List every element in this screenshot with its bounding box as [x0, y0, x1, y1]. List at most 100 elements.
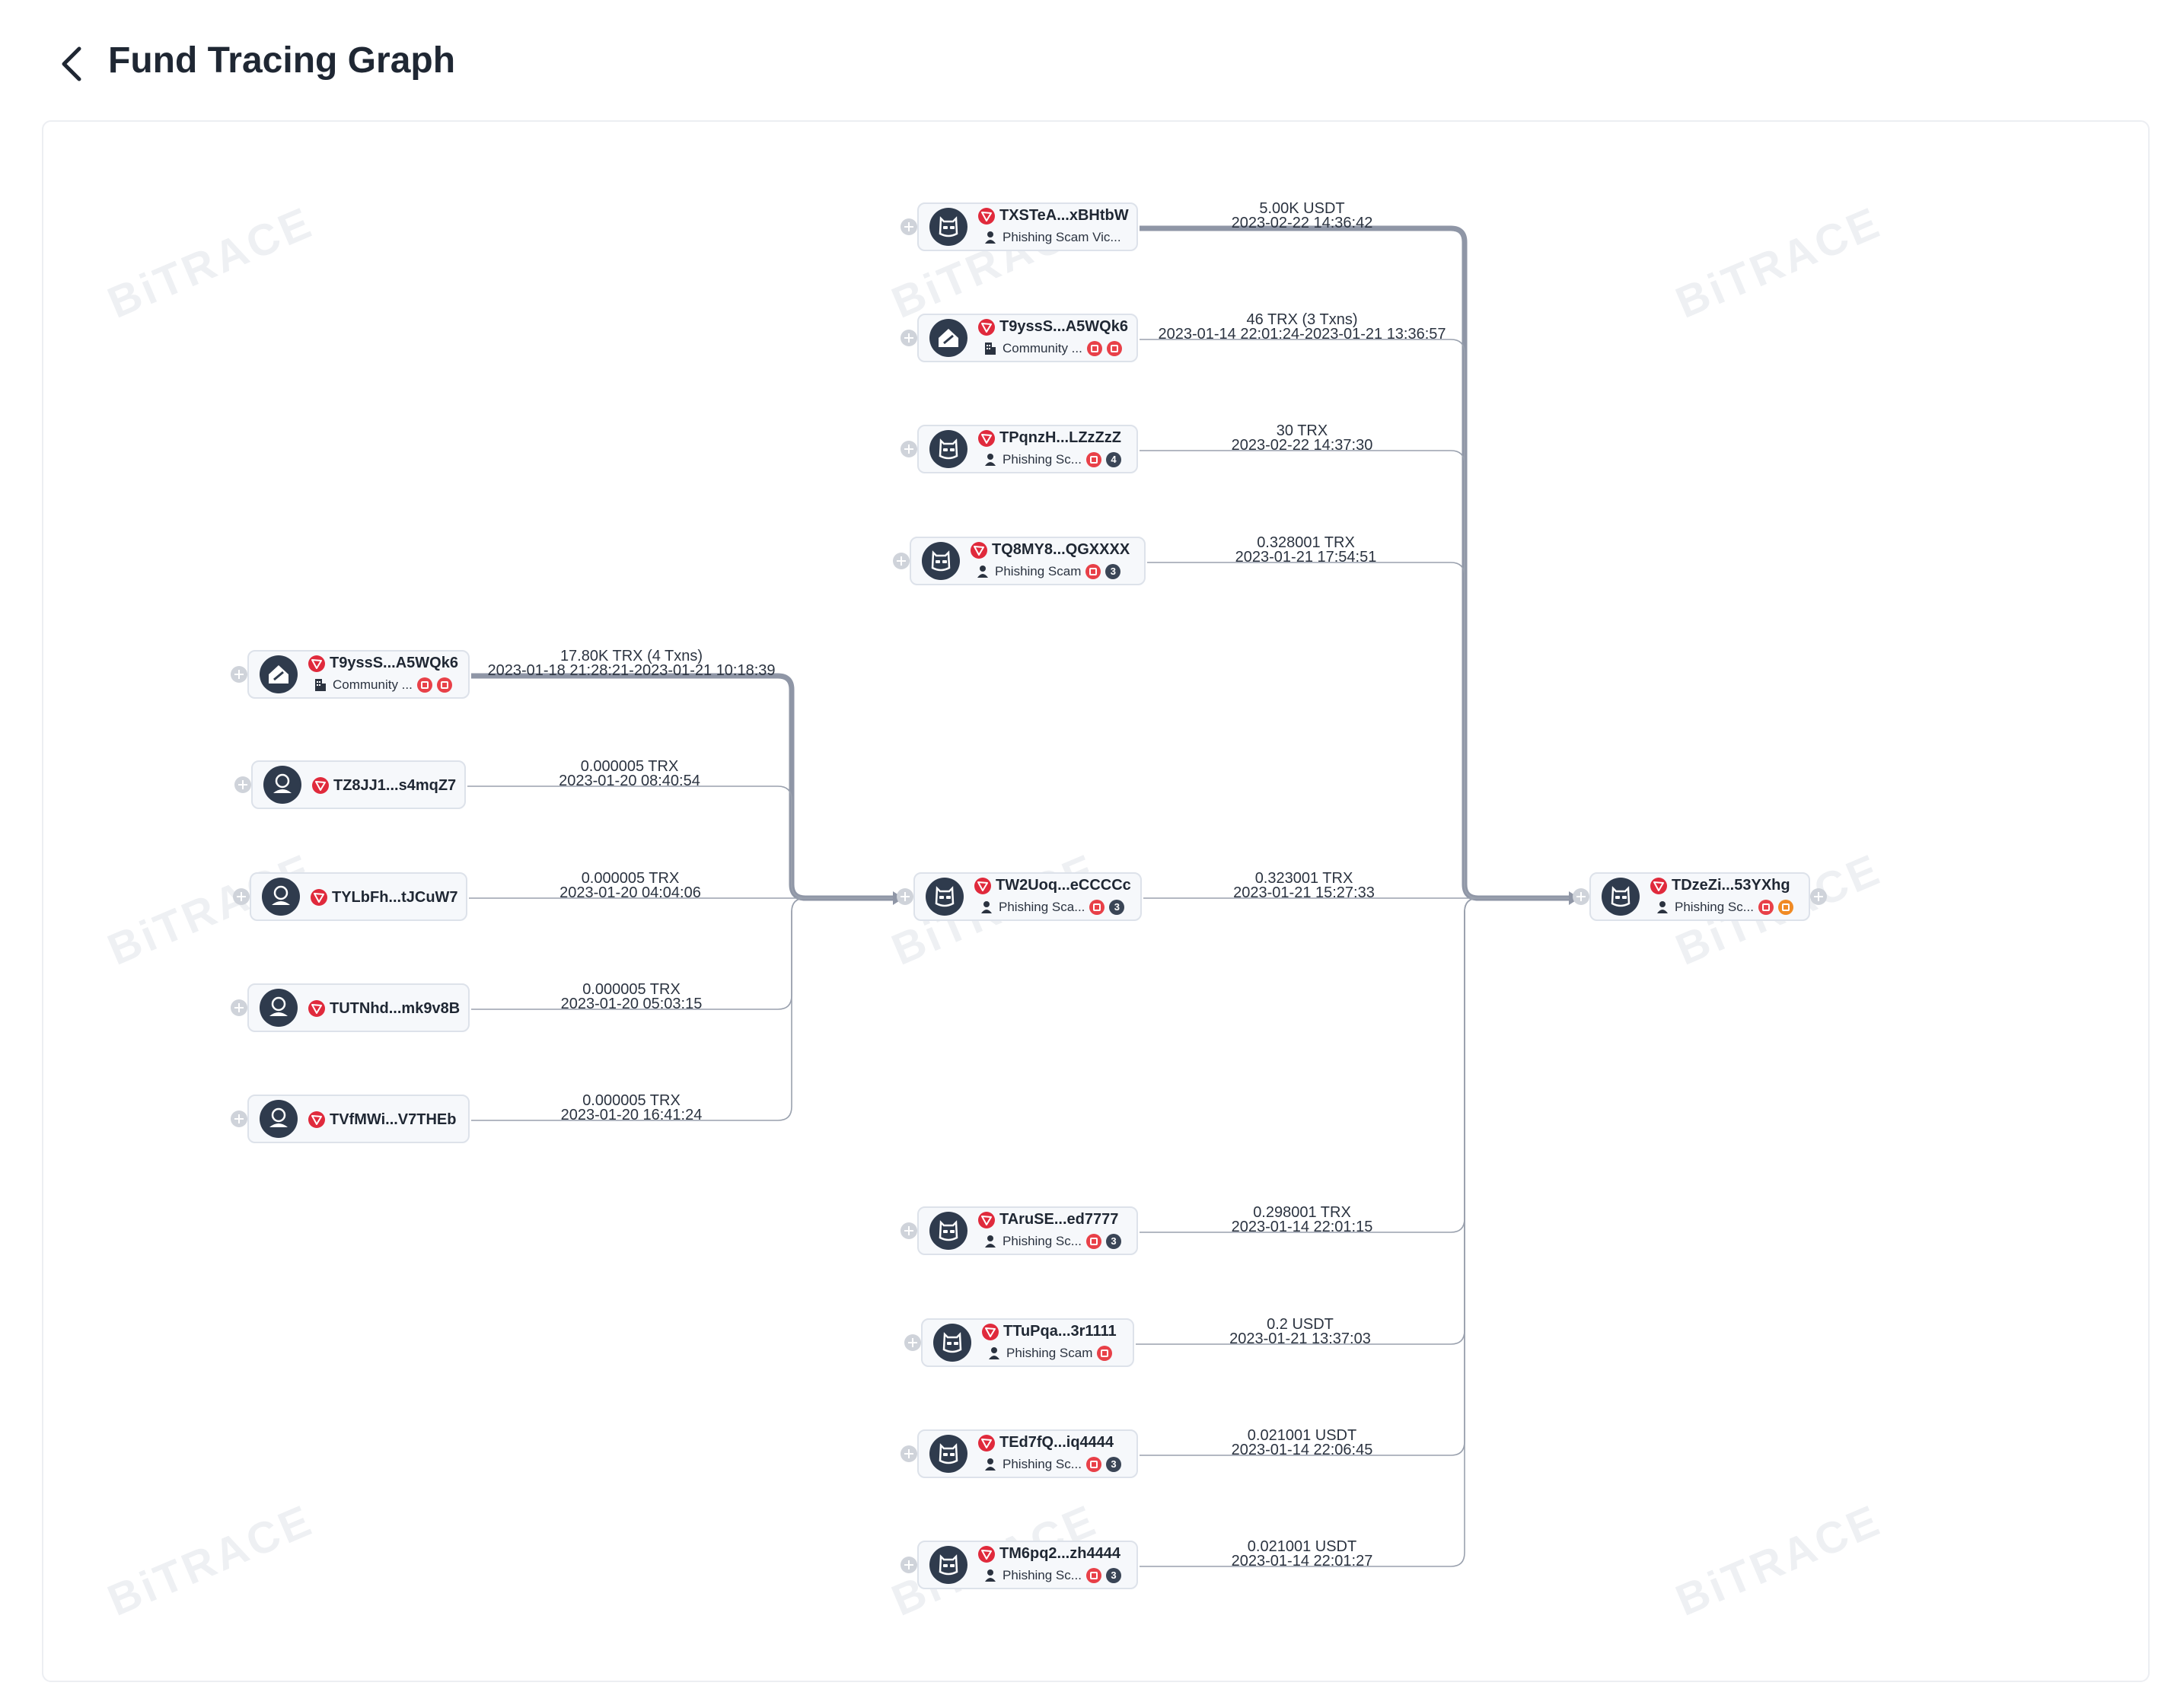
- expand-left-button[interactable]: [231, 999, 247, 1016]
- tron-chain-icon: [978, 430, 995, 447]
- node-address: TVfMWi...V7THEb: [330, 1111, 457, 1128]
- flag-icon: [1086, 341, 1102, 356]
- node-label: Phishing Sc...: [1655, 900, 1793, 915]
- edge-time: 2023-01-21 15:27:33: [1233, 884, 1375, 901]
- house-icon: [929, 319, 967, 357]
- node-label-text: Phishing Sca...: [999, 900, 1085, 914]
- swap-icon: [1777, 900, 1793, 915]
- expand-left-button[interactable]: [901, 441, 917, 457]
- building-icon: [983, 341, 1003, 356]
- node-address: TW2Uoq...eCCCCc: [996, 877, 1131, 894]
- person-icon: [1655, 900, 1675, 915]
- edge-path[interactable]: [1147, 562, 1579, 899]
- edge-layer: 17.80K TRX (4 Txns)2023-01-18 21:28:21-2…: [467, 200, 1579, 1569]
- address-node[interactable]: TUTNhd...mk9v8B: [247, 983, 470, 1032]
- count-badge: 3: [1105, 1457, 1121, 1472]
- building-icon: [313, 677, 333, 693]
- edge-amount: 0.000005 TRX: [582, 870, 680, 887]
- node-address: TAruSE...ed7777: [999, 1211, 1119, 1228]
- node-label-text: Phishing Sc...: [1003, 1457, 1082, 1471]
- edge-path[interactable]: [471, 897, 904, 1010]
- edge-path[interactable]: [467, 785, 904, 899]
- count-badge: 3: [1109, 900, 1125, 915]
- edge-path[interactable]: [1140, 897, 1579, 1567]
- edge-time: 2023-01-20 16:41:24: [561, 1107, 703, 1123]
- edge-time: 2023-01-20 04:04:06: [559, 884, 701, 901]
- edge-path[interactable]: [1140, 450, 1579, 899]
- address-node[interactable]: TZ8JJ1...s4mqZ7: [251, 760, 466, 809]
- edge-amount: 0.021001 USDT: [1248, 1427, 1356, 1444]
- robot-icon: [1089, 900, 1105, 915]
- expand-left-button[interactable]: [901, 1557, 917, 1573]
- tron-chain-icon: [308, 1000, 325, 1017]
- edge-path[interactable]: [1136, 897, 1579, 1345]
- edge-amount: 5.00K USDT: [1259, 200, 1344, 217]
- robot-icon: [1097, 1346, 1113, 1361]
- node-label-text: Phishing Sc...: [1003, 452, 1082, 467]
- expand-left-button[interactable]: [904, 1334, 921, 1351]
- node-label: Community ...: [983, 341, 1122, 356]
- edge-amount: 0.000005 TRX: [582, 981, 681, 998]
- address-node[interactable]: TVfMWi...V7THEb: [247, 1095, 470, 1143]
- expand-left-button[interactable]: [231, 1111, 247, 1127]
- tron-chain-icon: [308, 1111, 325, 1128]
- tron-chain-icon: [974, 878, 991, 894]
- edge-time: 2023-01-20 05:03:15: [561, 996, 703, 1012]
- expand-left-button[interactable]: [897, 888, 913, 905]
- expand-left-button[interactable]: [233, 888, 250, 905]
- node-address: T9yssS...A5WQk6: [999, 318, 1128, 335]
- user-icon: [263, 766, 301, 804]
- edge-path[interactable]: [1140, 897, 1579, 1456]
- tron-chain-icon: [1650, 878, 1667, 894]
- edge-path[interactable]: [1140, 897, 1579, 1233]
- robot-icon: [1085, 564, 1101, 579]
- node-label-text: Phishing Scam: [995, 564, 1082, 578]
- node-label: Phishing Scam Vic...: [983, 230, 1121, 245]
- doc-icon: [436, 677, 452, 693]
- edge-amount: 17.80K TRX (4 Txns): [560, 648, 703, 664]
- expand-left-button[interactable]: [901, 218, 917, 235]
- node-label-text: Community ...: [333, 677, 413, 692]
- person-icon: [987, 1346, 1006, 1361]
- tron-chain-icon: [982, 1324, 999, 1340]
- expand-right-button[interactable]: [1810, 888, 1827, 905]
- robot-icon: [1085, 1568, 1101, 1583]
- tron-chain-icon: [978, 1212, 995, 1228]
- person-icon: [983, 452, 1003, 467]
- node-address: TEd7fQ...iq4444: [999, 1434, 1114, 1451]
- edge-amount: 46 TRX (3 Txns): [1247, 311, 1358, 328]
- expand-left-button[interactable]: [901, 330, 917, 346]
- tron-chain-icon: [978, 208, 995, 225]
- person-icon: [983, 1234, 1003, 1249]
- edge-path[interactable]: [1140, 339, 1579, 899]
- node-address: TPqnzH...LZzZzZ: [999, 429, 1121, 446]
- expand-left-button[interactable]: [901, 1222, 917, 1239]
- node-label-text: Phishing Scam: [1006, 1346, 1093, 1360]
- expand-left-button[interactable]: [234, 776, 251, 793]
- expand-left-button[interactable]: [901, 1445, 917, 1462]
- edge-time: 2023-01-18 21:28:21-2023-01-21 10:18:39: [487, 662, 775, 679]
- expand-left-button[interactable]: [231, 666, 247, 683]
- hacker-icon: [929, 1546, 967, 1584]
- node-label-text: Community ...: [1003, 341, 1082, 355]
- expand-left-button[interactable]: [1573, 888, 1589, 905]
- edge-path[interactable]: [471, 897, 904, 1121]
- expand-left-button[interactable]: [893, 553, 910, 569]
- address-node[interactable]: TYLbFh...tJCuW7: [250, 872, 467, 921]
- node-address: TM6pq2...zh4444: [999, 1545, 1120, 1562]
- edge-amount: 0.323001 TRX: [1255, 870, 1353, 887]
- edge-amount: 0.021001 USDT: [1248, 1538, 1356, 1555]
- back-arrow-icon[interactable]: [55, 43, 91, 85]
- person-icon: [983, 1568, 1003, 1583]
